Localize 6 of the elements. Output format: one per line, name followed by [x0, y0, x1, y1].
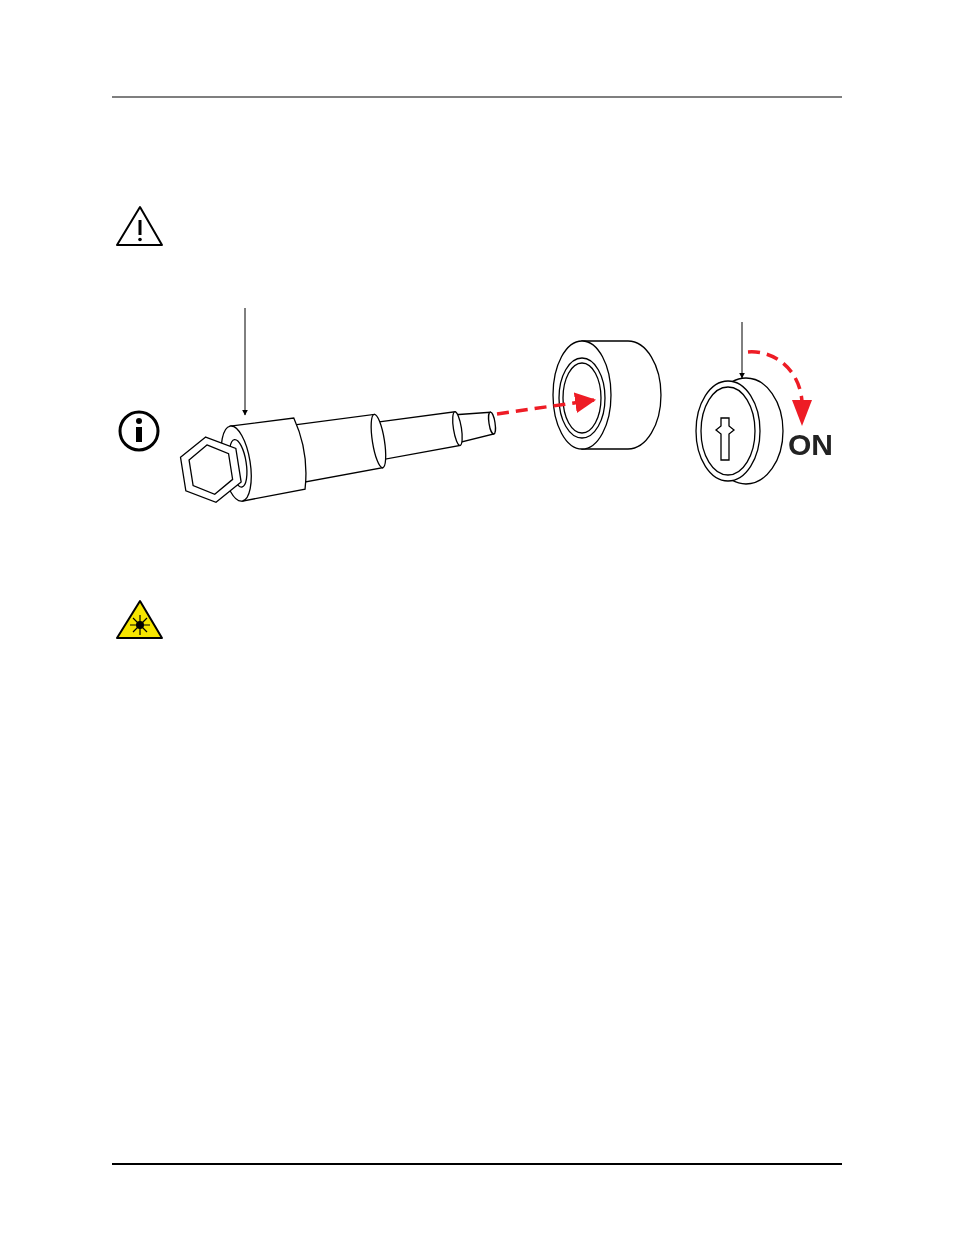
- arrow: [496, 392, 597, 416]
- leader-line: [739, 321, 745, 379]
- leader-line: [242, 307, 248, 416]
- lock-cap-drawing: [550, 338, 665, 452]
- lock-drawing: [692, 376, 786, 488]
- switch-label: ON: [788, 428, 833, 462]
